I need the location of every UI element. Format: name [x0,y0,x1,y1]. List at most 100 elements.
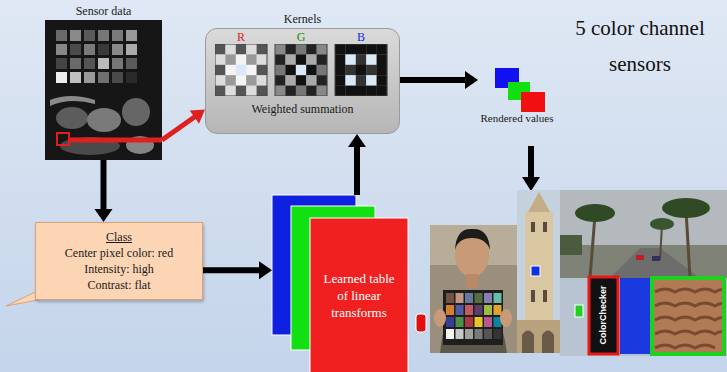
arrow-head [190,110,205,124]
kernel-cell [236,75,247,86]
kernel-cell [356,75,367,86]
kernel-cell [335,44,346,55]
kernel-cell [317,86,328,96]
kernel-cell [306,54,317,65]
node-text: Contrast: flat [42,277,196,293]
node-text: Learned table of linear transforms [310,270,408,321]
red-square [521,92,545,112]
node-text: Class [42,229,196,245]
kernel-cell [356,44,367,55]
closeup-text: ColorChecker [597,277,609,353]
kernel-cell [236,54,247,65]
texture-closeup [652,278,724,354]
kernel-cell [285,75,296,86]
colorchecker-closeup [589,277,618,354]
kernel-cell [215,65,226,76]
flow-arrow [203,261,272,279]
kernel-cell [285,54,296,65]
kernel-cell [215,75,226,86]
kernel-frame [215,44,267,96]
kernel-cell [366,65,377,76]
kernel-cell [257,75,268,86]
kernel-cell [275,75,286,86]
kernel-cell [257,86,268,96]
kernel-cell [296,65,307,76]
class-box: ClassCenter pixel color: redIntensity: h… [35,222,203,300]
kernel-cell [317,44,328,55]
kernel-cell [366,54,377,65]
kernel-cell [275,54,286,65]
kernel-cell [366,75,377,86]
kernel-cell [296,75,307,86]
kernel-cell [225,65,236,76]
kernel-cell [215,44,226,55]
red-table [310,218,408,372]
kernel-cell [246,86,257,96]
kernel-cell [225,75,236,86]
kernel-cell [236,86,247,96]
selected-patch [57,133,69,145]
green-marker [575,305,583,317]
kernel-cell [246,54,257,65]
blue-closeup [620,278,650,354]
strip-ground [560,278,727,356]
kernel-cell [215,54,226,65]
channel-letter: R [226,30,256,44]
channel-letter: B [346,30,376,44]
kernel-cell [377,44,388,55]
red-marker [416,314,426,332]
node-text: Weighted summation [206,102,399,117]
kernel-cell [296,44,307,55]
kernel-cell [306,44,317,55]
kernel-cell [285,44,296,55]
kernel-cell [345,75,356,86]
table-stack: Learned table of linear transforms [272,195,408,372]
flow-arrow [162,110,205,140]
kernel-cell [236,44,247,55]
kernel-cell [335,65,346,76]
down-arrow-head [522,177,540,191]
kernel-cell [366,44,377,55]
kernel-cell [225,44,236,55]
kernel-cell [317,54,328,65]
kernel-cell [356,86,367,96]
tower-photo [517,190,560,353]
kernel-cell [225,54,236,65]
flow-arrow [348,134,366,195]
kernel-cell [275,86,286,96]
kernel-cell [285,86,296,96]
node-text: Kernels [206,11,399,27]
kernel-cell [296,86,307,96]
headline-note: 5 color channel sensors [575,10,705,82]
kernel-cell [356,65,367,76]
red-pointer [69,138,162,143]
arrow-shaft [203,267,260,273]
kernel-cell [335,86,346,96]
kernel-cell [317,75,328,86]
kernel-cell [257,65,268,76]
kernel-cell [275,65,286,76]
kernel-cell [366,86,377,96]
kernel-cell [345,54,356,65]
sensor-image [45,20,162,160]
kernel-cell [335,54,346,65]
flow-arrow [400,71,478,89]
kernel-cell [377,65,388,76]
arrow-head [465,71,478,89]
arrow-shaft [162,117,195,141]
flow-arrow [95,160,113,222]
kernel-cell [345,44,356,55]
kernel-cell [306,86,317,96]
node-text: Rendered values [478,112,556,125]
kernel-cell [345,86,356,96]
kernel-cell [377,54,388,65]
palm-photo [560,190,727,278]
sensor-patches [50,30,154,155]
kernel-cell [275,44,286,55]
face-photo [430,225,517,353]
node-text: Sensor data [45,3,162,19]
arrow-shaft [354,146,360,195]
kernel-patterns [215,44,390,96]
kernel-cell [306,65,317,76]
kernel-cell [246,44,257,55]
